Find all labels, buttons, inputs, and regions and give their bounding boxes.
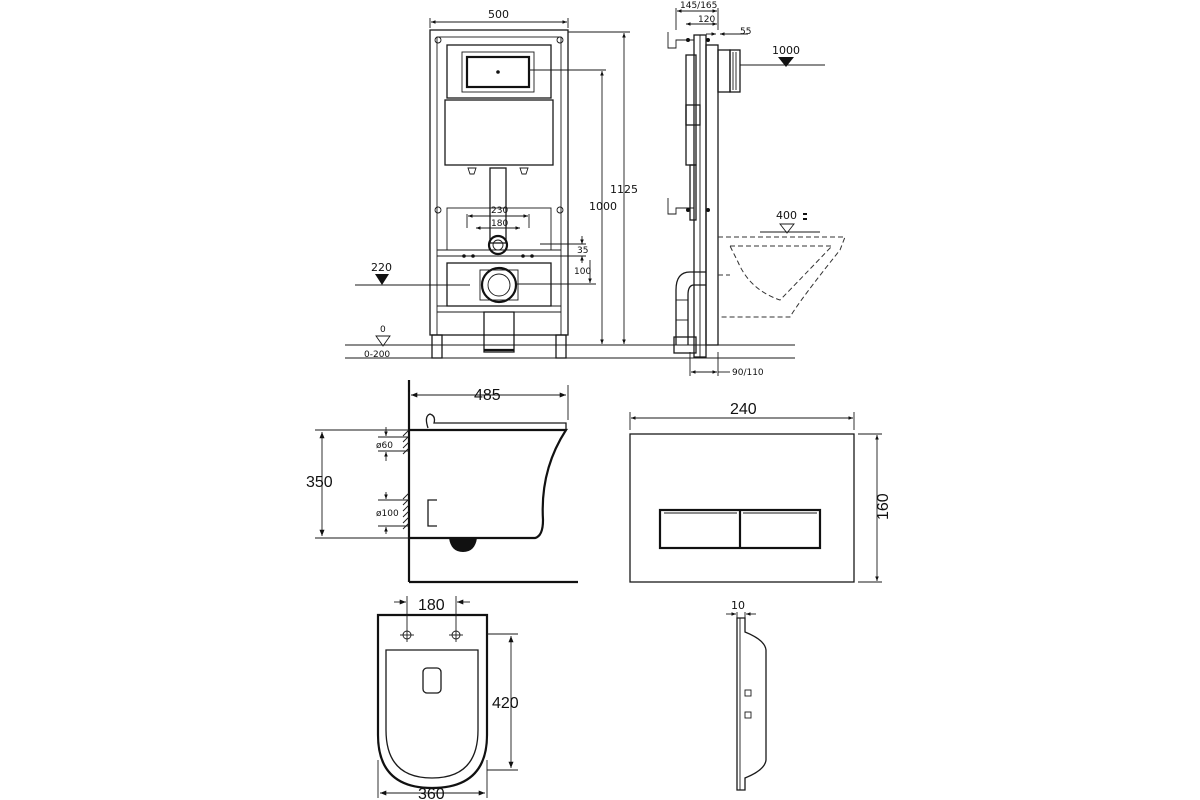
bowl-side-view	[402, 380, 578, 584]
dim-frame-width: 500	[488, 8, 509, 21]
frame-front-view	[345, 29, 795, 359]
frame-side-dimensions: 145/165 120 55 1000 400 90/110	[675, 1, 825, 378]
level-400: 400	[776, 209, 797, 222]
dim-outlet-230: 230	[491, 206, 508, 216]
bowl-top-view	[376, 613, 489, 790]
flush-plate-front-view	[629, 433, 855, 583]
flush-plate-dimensions: 240 160	[629, 401, 892, 583]
dim-offset-35: 35	[577, 246, 588, 256]
level-1000: 1000	[772, 44, 800, 57]
dim-bowl-depth: 420	[492, 695, 519, 712]
dim-pipe-60: ø60	[376, 441, 393, 451]
dim-bowl-length: 485	[474, 387, 501, 404]
level-0: 0	[380, 325, 386, 335]
dim-pipe-90-110: 90/110	[732, 368, 764, 378]
frame-side-view	[667, 32, 846, 358]
dim-outlet-180: 180	[491, 219, 508, 229]
dim-frame-total-height: 1125	[610, 183, 638, 196]
dim-bolt-spacing: 180	[418, 597, 445, 614]
dim-pipe-100: ø100	[376, 509, 399, 519]
flush-plate-side-view	[736, 617, 767, 791]
level-220: 220	[371, 261, 392, 274]
dim-bowl-height: 350	[306, 474, 333, 491]
floor-range: 0-200	[364, 350, 390, 360]
dim-bowl-width: 360	[418, 786, 445, 800]
bowl-side-dimensions: 485 350 ø60 ø100	[306, 385, 569, 539]
bolt-hole-left	[400, 628, 414, 642]
flush-plate-side-dimensions: 10	[726, 599, 756, 620]
bolt-hole-right	[449, 628, 463, 642]
dim-plate-width: 240	[730, 401, 757, 418]
bowl-top-dimensions: 180 420 360	[377, 596, 519, 800]
dim-depth-145-165: 145/165	[680, 1, 717, 11]
dim-actuator-height: 1000	[589, 200, 617, 213]
frame-front-dimensions: 500 1125 1000 230 180 35 100 220 0 0-200	[355, 8, 638, 360]
dim-depth-55: 55	[740, 27, 751, 37]
dim-offset-100: 100	[574, 267, 591, 277]
dim-plate-height: 160	[875, 493, 892, 520]
dim-depth-120: 120	[698, 15, 715, 25]
dim-plate-thickness: 10	[731, 599, 745, 612]
